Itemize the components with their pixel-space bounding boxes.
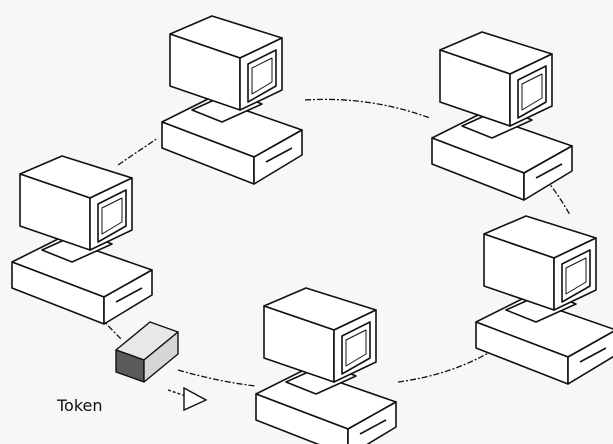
direction-arrow-icon (167, 386, 208, 412)
computer-left-icon (11, 155, 153, 325)
computer-top-right-icon (431, 31, 573, 201)
computer-top-left-icon (161, 15, 303, 185)
computer-right-icon (475, 215, 613, 385)
computer-bottom-icon (255, 287, 397, 444)
token-icon (115, 321, 179, 383)
token-label: Token (57, 396, 103, 415)
